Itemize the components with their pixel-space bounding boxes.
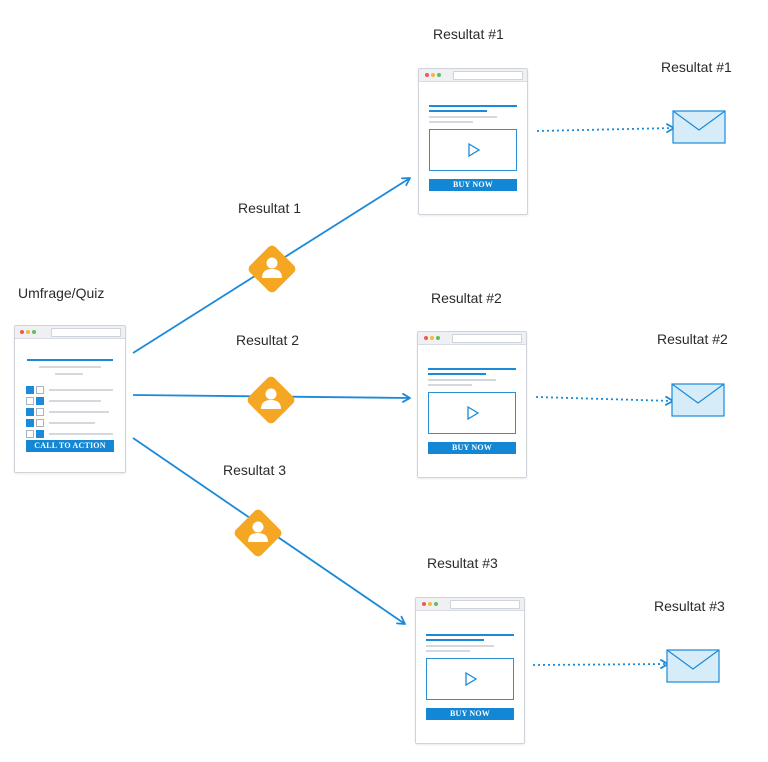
path-label-3: Resultat 3 <box>223 462 287 478</box>
call-to-action-button[interactable]: CALL TO ACTION <box>26 440 114 452</box>
email-arrow-3 <box>532 659 669 669</box>
email-label-1: Resultat #1 <box>661 59 732 75</box>
envelope-icon <box>671 383 725 417</box>
path-label-1: Resultat 1 <box>238 200 302 216</box>
quiz-title: Umfrage/Quiz <box>18 285 105 301</box>
page-label-1: Resultat #1 <box>433 26 504 42</box>
video-box <box>429 129 517 171</box>
video-box <box>426 658 514 700</box>
page-label-2: Resultat #2 <box>431 290 502 306</box>
path-label-2: Resultat 2 <box>236 332 300 348</box>
user-diamond-icon <box>234 509 282 557</box>
email-arrow-2 <box>535 395 674 406</box>
buy-now-button[interactable]: BUY NOW <box>429 179 517 191</box>
play-icon <box>465 672 478 686</box>
browser-bar <box>419 69 527 82</box>
result-page-3: BUY NOW <box>415 597 525 744</box>
play-icon <box>467 406 480 420</box>
play-icon <box>468 143 481 157</box>
quiz-window: CALL TO ACTION <box>14 325 126 473</box>
page-label-3: Resultat #3 <box>427 555 498 571</box>
browser-bar <box>15 326 125 339</box>
envelope-icon <box>672 110 726 144</box>
envelope-icon <box>666 649 720 683</box>
user-diamond-icon <box>247 376 295 424</box>
email-label-2: Resultat #2 <box>657 331 728 347</box>
result-page-2: BUY NOW <box>417 331 527 478</box>
buy-now-button[interactable]: BUY NOW <box>428 442 516 454</box>
user-diamond-icon <box>248 245 296 293</box>
buy-now-button[interactable]: BUY NOW <box>426 708 514 720</box>
browser-bar <box>418 332 526 345</box>
video-box <box>428 392 516 434</box>
browser-bar <box>416 598 524 611</box>
result-page-1: BUY NOW <box>418 68 528 215</box>
email-label-3: Resultat #3 <box>654 598 725 614</box>
email-arrow-1 <box>536 123 675 134</box>
